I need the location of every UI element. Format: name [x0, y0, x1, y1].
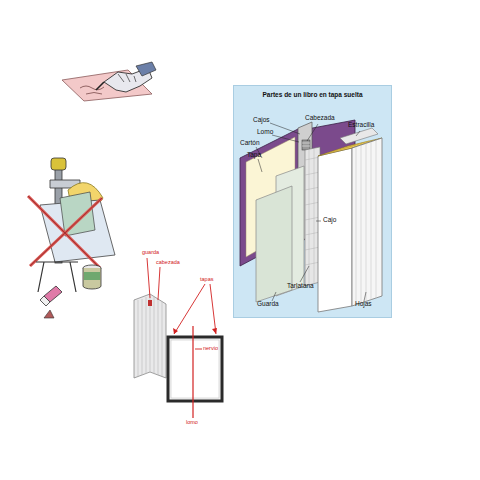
part-name: Cajos [253, 117, 270, 124]
photo-part-name: tapas [200, 277, 213, 283]
photo-part-name: nervio [203, 346, 218, 352]
book-photo [134, 258, 222, 418]
part-name: Guarda [257, 301, 279, 308]
part-name: Tapa [247, 152, 261, 159]
part-name: Cartón [240, 140, 260, 147]
bookbinding-tools-clipart [28, 158, 115, 318]
part-name: Cabezada [305, 115, 335, 122]
part-name: Cajo [323, 217, 336, 224]
part-name: Hojas [355, 301, 372, 308]
part-name: Lomo [257, 129, 273, 136]
writing-hand-clipart [62, 62, 156, 101]
photo-part-name: cabezada [156, 260, 180, 266]
part-name: Tarlatana [287, 283, 314, 290]
photo-part-name: guarda [142, 250, 159, 256]
photo-part-name: lomo [186, 420, 198, 426]
panel-heading: Partes de un libro en tapa suelta [234, 86, 391, 98]
part-name: Estracilla [348, 122, 374, 129]
